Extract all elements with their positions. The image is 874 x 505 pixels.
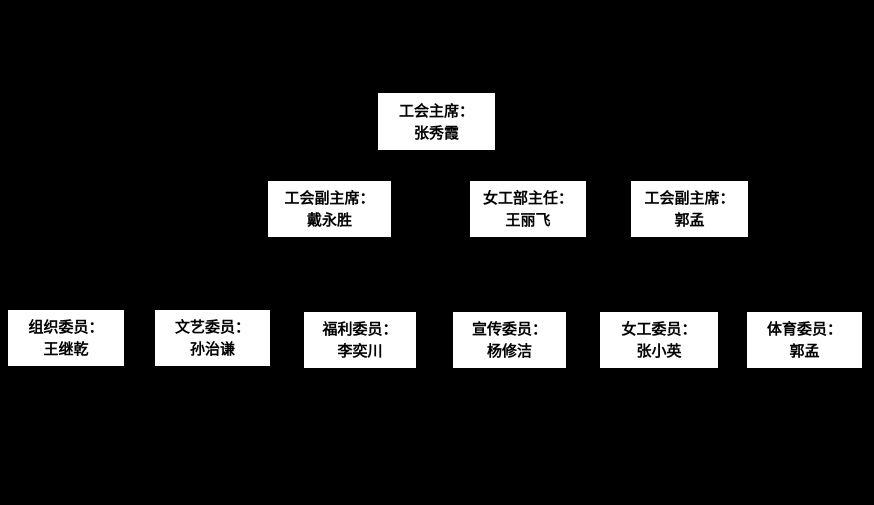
node-person-name: 郭孟 [789, 342, 820, 360]
node-union-vice-chairman-2: 工会副主席： 郭孟 [631, 181, 748, 237]
node-title: 福利委员： [322, 320, 398, 338]
node-sports-member: 体育委员： 郭孟 [747, 312, 862, 368]
node-organization-member: 组织委员： 王继乾 [8, 310, 124, 366]
node-title: 女工部主任： [482, 189, 573, 207]
node-person-name: 戴永胜 [306, 211, 352, 229]
node-women-member: 女工委员： 张小英 [600, 312, 718, 368]
node-welfare-member: 福利委员： 李奕川 [304, 312, 416, 368]
node-person-name: 张秀霞 [413, 123, 459, 142]
node-union-chairman: 工会主席： 张秀霞 [378, 93, 495, 150]
node-person-name: 王继乾 [43, 340, 89, 358]
node-person-name: 李奕川 [337, 342, 383, 360]
node-title: 组织委员： [28, 318, 104, 336]
node-arts-member: 文艺委员： 孙治谦 [155, 310, 270, 366]
node-title: 体育委员： [766, 320, 842, 338]
node-person-name: 孙治谦 [189, 340, 235, 358]
node-women-dept-director: 女工部主任： 王丽飞 [470, 181, 586, 237]
node-title: 工会主席： [398, 101, 474, 120]
node-title: 文艺委员： [174, 318, 250, 336]
node-person-name: 郭孟 [674, 211, 705, 229]
node-title: 工会副主席： [644, 189, 735, 207]
node-person-name: 杨修洁 [486, 342, 532, 360]
node-title: 女工委员： [621, 320, 697, 338]
node-publicity-member: 宣传委员： 杨修洁 [453, 312, 566, 368]
node-title: 工会副主席： [284, 189, 375, 207]
node-person-name: 张小英 [636, 342, 682, 360]
node-person-name: 王丽飞 [505, 211, 551, 229]
node-union-vice-chairman-1: 工会副主席： 戴永胜 [268, 181, 391, 237]
node-title: 宣传委员： [471, 320, 547, 338]
